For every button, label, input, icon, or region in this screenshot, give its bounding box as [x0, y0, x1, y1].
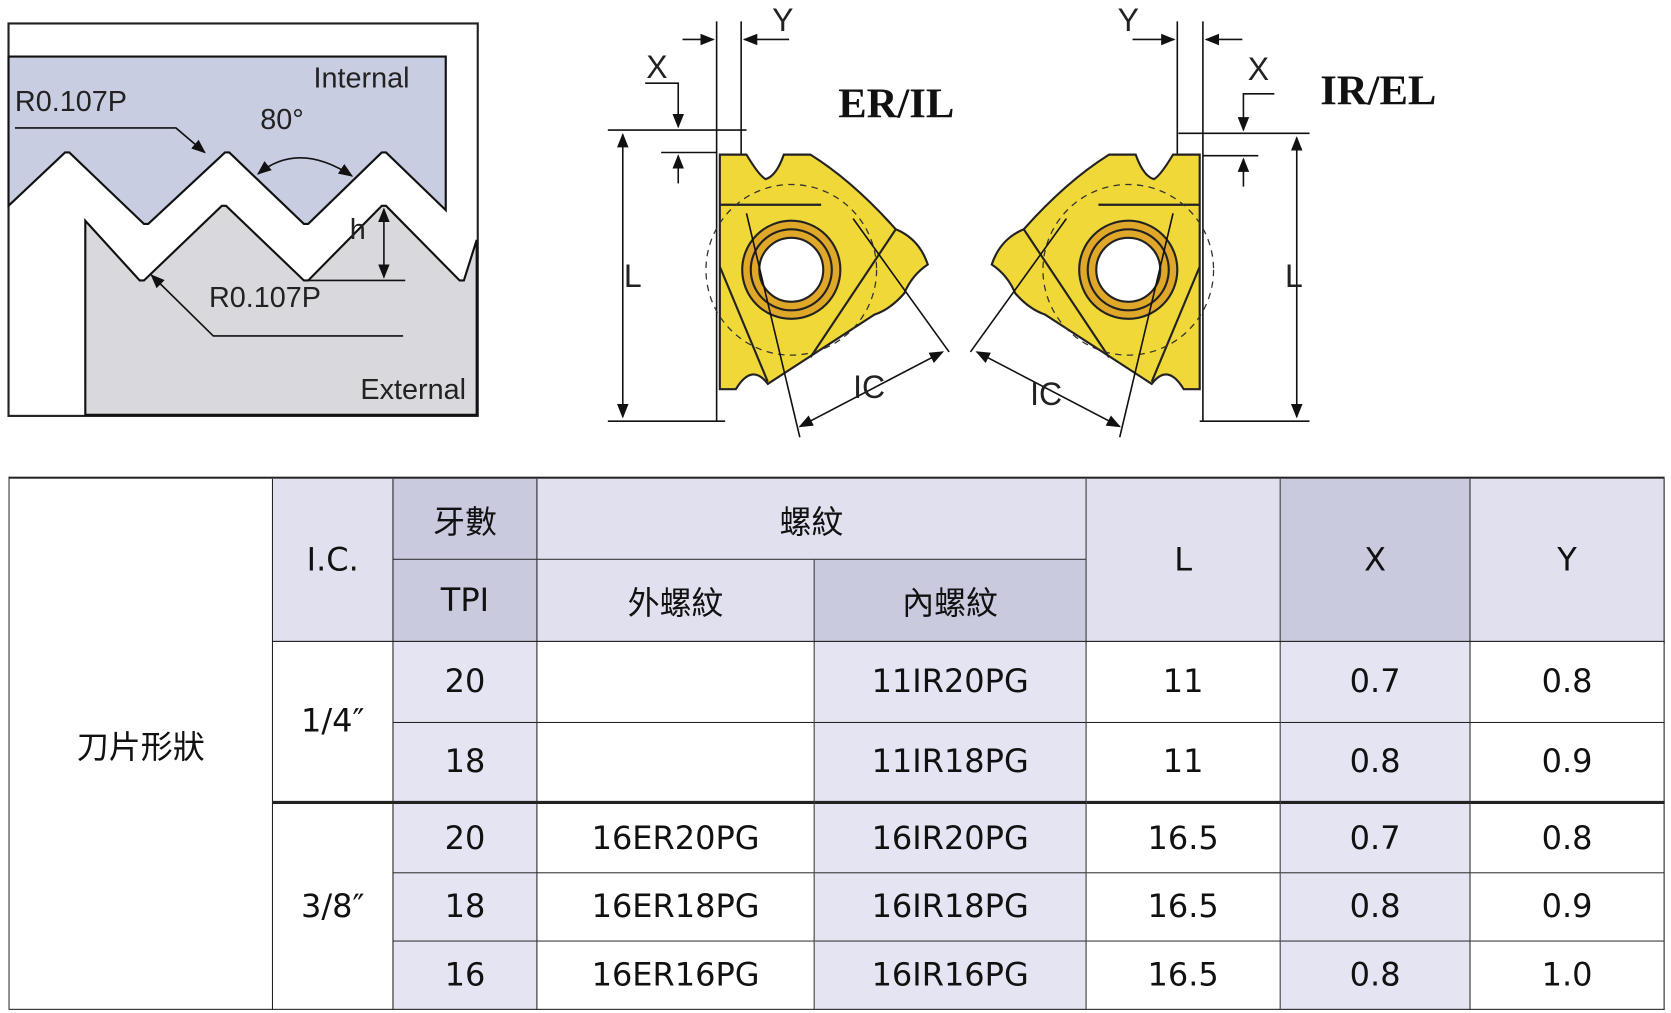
dim-y-left: Y — [772, 2, 793, 38]
internal-label: Internal — [313, 62, 409, 94]
header-x: X — [1280, 478, 1471, 642]
cell-external: 16ER20PG — [537, 804, 815, 874]
header-l: L — [1086, 478, 1281, 642]
cell-external: 16ER18PG — [537, 873, 815, 942]
cell-y: 0.9 — [1470, 873, 1665, 942]
header-thread: 螺紋 — [537, 478, 1087, 560]
insert-spec-table: 刀片形狀 I.C. 牙數 TPI 螺紋 外螺紋 內螺紋 L X Y 1/4″ 3… — [8, 476, 1665, 1010]
cell-x: 0.7 — [1280, 641, 1471, 724]
radius-label-bottom: R0.107P — [209, 282, 321, 314]
cell-l: 11 — [1086, 641, 1281, 724]
cell-external: 16ER16PG — [537, 941, 815, 1010]
radius-label-top: R0.107P — [15, 86, 127, 118]
cell-internal: 11IR20PG — [814, 641, 1087, 724]
dim-l-right: L — [1285, 258, 1303, 294]
dim-x-left: X — [646, 49, 667, 85]
cell-x: 0.8 — [1280, 941, 1471, 1010]
cell-internal: 11IR18PG — [814, 723, 1087, 805]
cell-external — [537, 723, 815, 805]
thread-profile-diagram: Internal R0.107P 80° h R0.107P External — [7, 22, 479, 417]
row-header-insert-shape: 刀片形狀 — [9, 478, 273, 1010]
cell-l: 16.5 — [1086, 804, 1281, 874]
dim-x-right: X — [1248, 51, 1269, 87]
ir-el-insert-diagram — [969, 21, 1310, 438]
cell-l: 11 — [1086, 723, 1281, 805]
cell-y: 0.9 — [1470, 723, 1665, 805]
cell-external — [537, 641, 815, 724]
header-internal: 內螺紋 — [814, 559, 1087, 642]
cell-x: 0.8 — [1280, 873, 1471, 942]
header-external: 外螺紋 — [537, 559, 815, 642]
external-label: External — [360, 374, 466, 406]
ic-cell: 3/8″ — [272, 804, 394, 1010]
header-y: Y — [1470, 478, 1665, 642]
cell-l: 16.5 — [1086, 873, 1281, 942]
cell-tpi: 20 — [393, 804, 538, 874]
cell-x: 0.7 — [1280, 804, 1471, 874]
cell-y: 1.0 — [1470, 941, 1665, 1010]
cell-tpi: 18 — [393, 873, 538, 942]
cell-internal: 16IR16PG — [814, 941, 1087, 1010]
dim-ic-left: IC — [853, 369, 885, 405]
er-il-title: ER/IL — [838, 80, 954, 127]
header-ic: I.C. — [272, 478, 394, 642]
header-pitch: 牙數 — [393, 478, 538, 560]
dim-ic-right: IC — [1030, 376, 1062, 412]
ic-cell: 1/4″ — [272, 641, 394, 805]
cell-x: 0.8 — [1280, 723, 1471, 805]
cell-internal: 16IR20PG — [814, 804, 1087, 874]
cell-internal: 16IR18PG — [814, 873, 1087, 942]
cell-l: 16.5 — [1086, 941, 1281, 1010]
er-il-insert-diagram — [607, 21, 950, 438]
cell-tpi: 20 — [393, 641, 538, 724]
cell-tpi: 18 — [393, 723, 538, 805]
height-label: h — [350, 214, 366, 246]
cell-y: 0.8 — [1470, 804, 1665, 874]
diagrams: Internal R0.107P 80° h R0.107P External … — [7, 2, 1436, 438]
header-tpi: TPI — [393, 559, 538, 642]
cell-y: 0.8 — [1470, 641, 1665, 724]
ir-el-title: IR/EL — [1320, 68, 1436, 115]
dim-y-right: Y — [1118, 2, 1139, 38]
cell-tpi: 16 — [393, 941, 538, 1010]
dim-l-left: L — [624, 258, 642, 294]
angle-label: 80° — [260, 104, 304, 136]
internal-thread — [7, 55, 447, 226]
